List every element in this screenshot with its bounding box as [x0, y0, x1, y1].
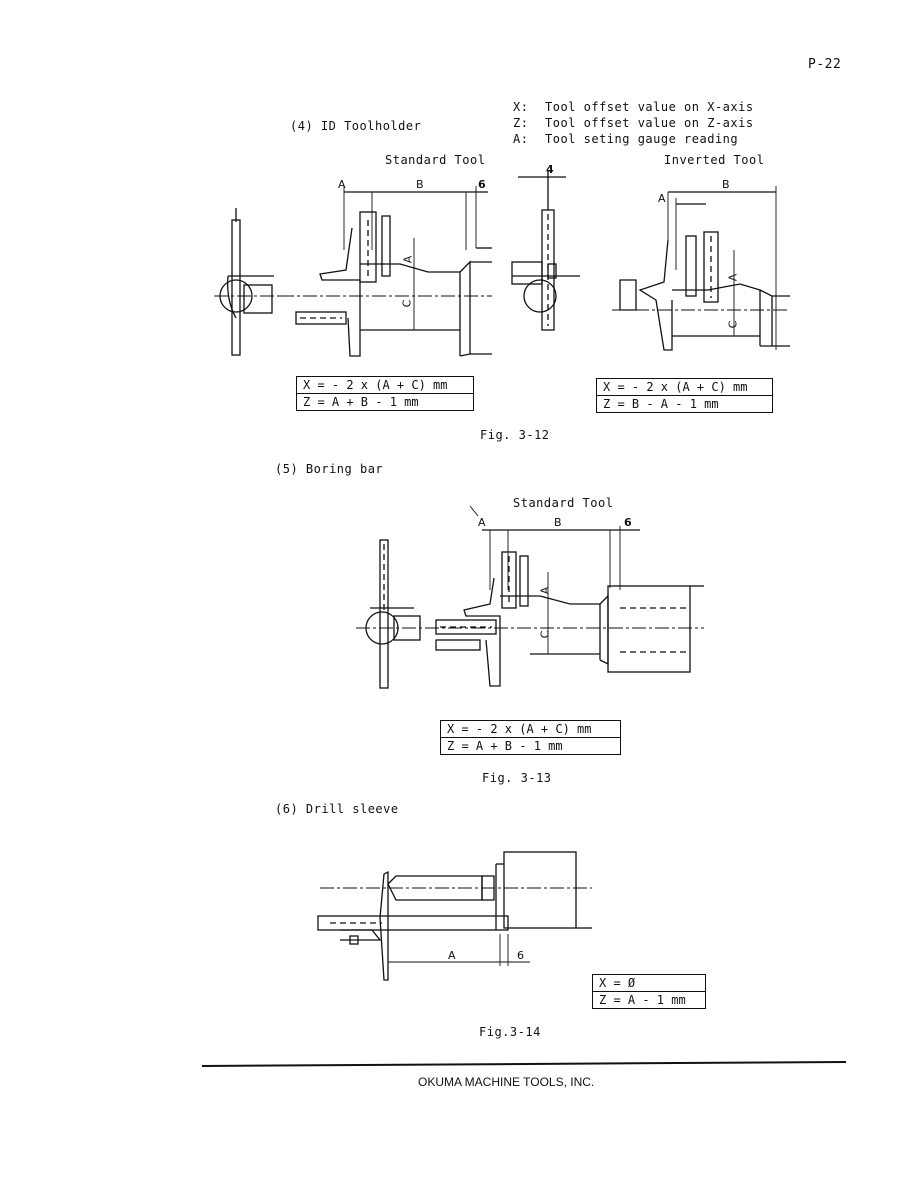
- legend-row-z: Z:Tool offset value on Z-axis: [513, 116, 754, 130]
- formula-z: Z = A + B - 1 mm: [441, 737, 620, 754]
- legend-row-a: A:Tool seting gauge reading: [513, 132, 739, 146]
- section6-heading: (6) Drill sleeve: [275, 802, 399, 816]
- s4-inv-dim-a: A: [658, 192, 666, 205]
- section4-standard-label: Standard Tool: [385, 153, 486, 167]
- fig313-boring-bar: [356, 505, 704, 689]
- s6-dim-6: 6: [517, 949, 524, 962]
- formula-z: Z = A - 1 mm: [593, 991, 705, 1008]
- s4-formula-inverted: X = - 2 x (A + C) mm Z = B - A - 1 mm: [596, 378, 773, 413]
- s4-dim-4: 4: [546, 163, 554, 176]
- fig312-turret-side: [214, 208, 288, 356]
- s4-dim-a: A: [338, 178, 346, 191]
- legend-row-x: X:Tool offset value on X-axis: [513, 100, 754, 114]
- s4-caption: Fig. 3-12: [480, 428, 550, 442]
- footer-rule: [201, 1061, 847, 1067]
- page-number: P-22: [808, 57, 842, 72]
- footer-company: OKUMA MACHINE TOOLS, INC.: [418, 1075, 595, 1089]
- s6-caption: Fig.3-14: [479, 1025, 541, 1039]
- section5-standard-label: Standard Tool: [513, 496, 614, 510]
- s5-dim-b: B: [554, 516, 562, 529]
- section5-heading: (5) Boring bar: [275, 462, 384, 476]
- formula-x: X = - 2 x (A + C) mm: [603, 380, 748, 394]
- fig314-drill-sleeve: [317, 851, 592, 981]
- s5-dim-6: 6: [624, 516, 632, 529]
- s6-formula: X = Ø Z = A - 1 mm: [592, 974, 706, 1009]
- formula-x: X = Ø: [599, 976, 636, 990]
- formula-z: Z = B - A - 1 mm: [597, 395, 772, 412]
- fig312-standard-tool: [280, 186, 492, 357]
- s5-dim-a: A: [478, 516, 486, 529]
- formula-x: X = - 2 x (A + C) mm: [447, 722, 592, 736]
- section4-inverted-label: Inverted Tool: [664, 153, 765, 167]
- s4-formula-standard: X = - 2 x (A + C) mm Z = A + B - 1 mm: [296, 376, 474, 411]
- s5-caption: Fig. 3-13: [482, 771, 552, 785]
- s4-dim-b: B: [416, 178, 424, 191]
- formula-z: Z = A + B - 1 mm: [297, 393, 473, 410]
- s5-formula: X = - 2 x (A + C) mm Z = A + B - 1 mm: [440, 720, 621, 755]
- s4-inv-dim-b: B: [722, 178, 730, 191]
- section4-heading: (4) ID Toolholder: [290, 119, 422, 133]
- fig312-middle-view: [511, 170, 580, 331]
- formula-x: X = - 2 x (A + C) mm: [303, 378, 448, 392]
- s6-dim-a: A: [448, 949, 456, 962]
- legend: X:Tool offset value on X-axis Z:Tool off…: [513, 99, 754, 147]
- s4-dim-6: 6: [478, 178, 486, 191]
- fig312-inverted-tool: [612, 186, 790, 351]
